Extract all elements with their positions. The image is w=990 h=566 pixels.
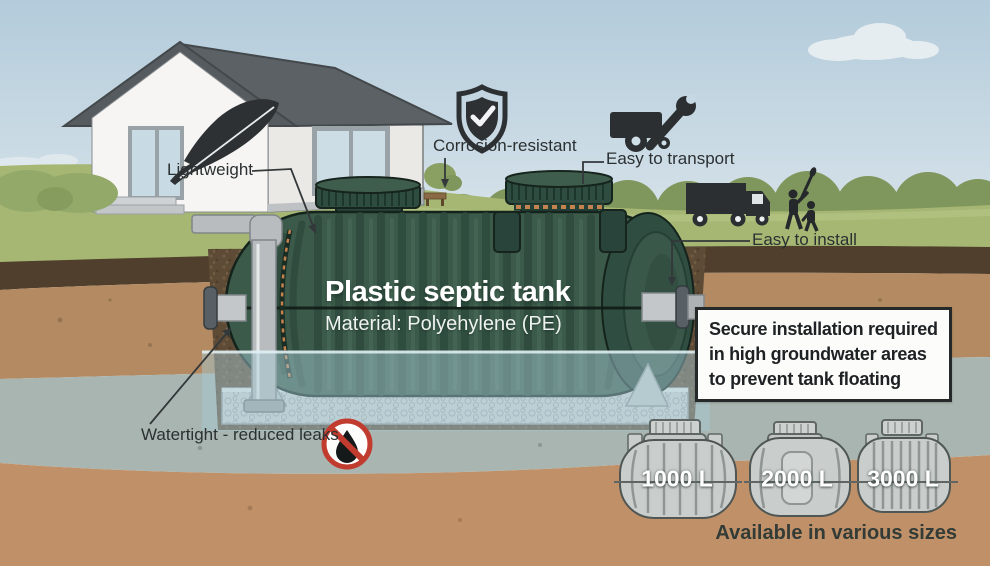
tank-handle-right xyxy=(599,209,627,253)
delivery-truck-icon xyxy=(686,183,770,227)
sizes-caption: Available in various sizes xyxy=(715,522,957,544)
leader-install xyxy=(671,240,750,278)
callout-line: in high groundwater areas xyxy=(709,344,927,364)
callout-line: to prevent tank floating xyxy=(709,369,901,389)
inlet-port xyxy=(203,286,247,330)
size-label-1000: 1000 L xyxy=(641,465,713,492)
label-lightweight: Lightweight xyxy=(167,160,254,179)
size-label-2000: 2000 L xyxy=(761,465,833,492)
deep-soil-layer xyxy=(0,455,990,566)
leader-lightweight xyxy=(251,168,314,227)
tank-handle-left xyxy=(493,211,521,253)
callout-box: Secure installation required in high gro… xyxy=(695,307,952,402)
front-door xyxy=(128,126,184,200)
anchor-block-right xyxy=(624,362,670,407)
shield-check-icon xyxy=(456,84,508,154)
leader-lines xyxy=(149,158,750,425)
tank-rib-highlights xyxy=(327,218,583,391)
tank-material: Material: Polyehylene (PE) xyxy=(325,313,562,335)
anchor-strap xyxy=(279,229,293,379)
size-label-3000: 3000 L xyxy=(867,465,939,492)
label-easy-install: Easy to install xyxy=(752,230,857,249)
outlet-port xyxy=(641,285,705,329)
feather-icon xyxy=(170,99,279,185)
label-watertight: Watertight - reduced leaks xyxy=(141,425,339,444)
leader-transport xyxy=(582,161,604,184)
size-tank-1000 xyxy=(614,419,742,519)
leader-watertight xyxy=(149,333,227,425)
truck-wrench-icon xyxy=(610,94,696,152)
garden-bench xyxy=(423,192,447,206)
inlet-pipe xyxy=(191,214,285,413)
no-leak-icon xyxy=(321,418,373,470)
cloud xyxy=(808,23,939,61)
workers-icon xyxy=(785,167,819,232)
size-tank-3000 xyxy=(852,419,958,513)
callout-line: Secure installation required xyxy=(709,319,938,339)
label-easy-transport: Easy to transport xyxy=(606,149,735,168)
groundwater-overlay xyxy=(202,350,710,431)
label-corrosion-resistant: Corrosion-resistant xyxy=(433,136,577,155)
house xyxy=(60,40,453,215)
size-tank-2000 xyxy=(744,421,856,517)
tank-title: Plastic septic tank xyxy=(325,276,571,308)
